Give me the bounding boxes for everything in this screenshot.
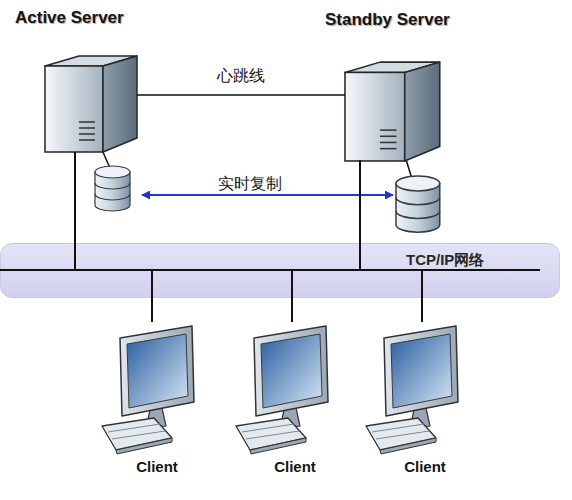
wire — [291, 270, 293, 298]
heartbeat-line — [137, 94, 345, 96]
network-link — [359, 160, 361, 243]
network-band: TCP/IP网络 — [0, 243, 560, 298]
server-label: Active Server — [15, 8, 124, 28]
server-label: Standby Server — [325, 10, 450, 30]
network-link — [74, 152, 76, 243]
wire — [359, 243, 361, 270]
network-link — [151, 298, 153, 322]
client-label: Client — [107, 458, 207, 475]
client-label: Client — [375, 458, 475, 475]
client-node: Client — [107, 322, 207, 480]
network-link — [421, 298, 423, 322]
server-node: Active Server — [45, 52, 137, 152]
client-node: Client — [375, 322, 475, 480]
replication-label: 实时复制 — [218, 174, 282, 195]
network-link — [291, 298, 293, 322]
bus-line — [0, 269, 540, 271]
server-node: Standby Server — [345, 58, 441, 160]
edge-label: 心跳线 — [217, 66, 265, 87]
client-label: Client — [245, 458, 345, 475]
wire — [151, 270, 153, 298]
client-node: Client — [245, 322, 345, 480]
replication-arrow — [142, 194, 393, 196]
network-label: TCP/IP网络 — [406, 251, 484, 270]
wire — [421, 270, 423, 298]
wire — [74, 243, 76, 270]
